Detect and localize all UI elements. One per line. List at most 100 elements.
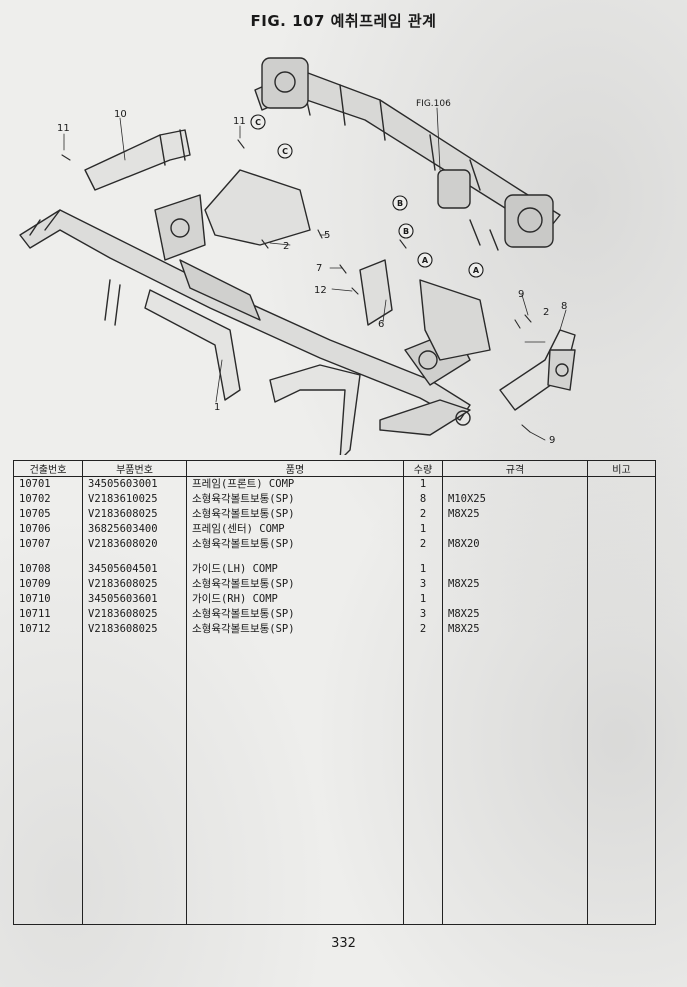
cell-remarks	[587, 592, 656, 607]
cell-number: 10701	[13, 476, 83, 492]
cell-remarks	[587, 577, 656, 592]
cell-remarks	[587, 476, 656, 492]
table-row: 10711 V2183608025 소형육각볼트보통(SP) 3 M8X25	[13, 607, 656, 622]
cell-spec: M8X25	[442, 622, 588, 637]
table-row: 10710 34505603601 가이드(RH) COMP 1	[13, 592, 656, 607]
cell-remarks	[587, 622, 656, 637]
svg-text:C: C	[282, 147, 288, 156]
center-bracket	[154, 169, 311, 261]
bolts	[61, 139, 532, 433]
cell-part-name: 소형육각볼트보통(SP)	[186, 577, 404, 592]
cell-number: 10707	[13, 537, 83, 552]
cell-quantity: 1	[403, 592, 443, 607]
cell-part-number: V2183608025	[82, 577, 187, 592]
table-row: 10705 V2183608025 소형육각볼트보통(SP) 2 M8X25	[13, 507, 656, 522]
upper-shaft-assembly	[254, 57, 561, 251]
cell-spec: M8X25	[442, 577, 588, 592]
fig-106-reference: FIG.106	[416, 99, 451, 109]
col-header-spec: 규격	[442, 460, 588, 477]
callout-8: 8	[561, 301, 567, 312]
svg-text:B: B	[403, 227, 409, 236]
cell-number: 10709	[13, 577, 83, 592]
cell-remarks	[587, 607, 656, 622]
circled-letter-markers: C C B B A A	[250, 114, 484, 278]
cell-part-number: V2183608025	[82, 607, 187, 622]
cell-part-number: V2183608025	[82, 622, 187, 637]
svg-text:A: A	[422, 256, 429, 265]
cell-quantity: 8	[403, 492, 443, 507]
callout-6: 6	[378, 319, 384, 330]
cell-number: 10712	[13, 622, 83, 637]
callout-12: 12	[314, 285, 327, 296]
table-spacer-row	[13, 552, 656, 562]
svg-text:A: A	[473, 266, 480, 275]
cell-part-name: 소형육각볼트보통(SP)	[186, 622, 404, 637]
cell-part-number: V2183608025	[82, 507, 187, 522]
exploded-parts-diagram: C C B B A A 1 2 2 5 6 7 8 9 9 10 11 11 1…	[19, 57, 576, 455]
callout-numbers: 1 2 2 5 6 7 8 9 9 10 11 11 12 FIG.106	[57, 99, 567, 446]
cell-remarks	[587, 492, 656, 507]
cell-number: 10706	[13, 522, 83, 537]
cell-quantity: 2	[403, 622, 443, 637]
cell-part-number: V2183610025	[82, 492, 187, 507]
marker-c-1: C	[250, 114, 266, 130]
guide-bar-rh	[499, 329, 576, 411]
guide-bar-lh	[84, 129, 191, 191]
cell-part-name: 프레임(센터) COMP	[186, 522, 404, 537]
marker-b-1: B	[392, 195, 408, 211]
cell-quantity: 3	[403, 607, 443, 622]
table-row: 10708 34505604501 가이드(LH) COMP 1	[13, 562, 656, 577]
svg-text:B: B	[397, 199, 403, 208]
cell-part-name: 가이드(LH) COMP	[186, 562, 404, 577]
cell-part-name: 소형육각볼트보통(SP)	[186, 607, 404, 622]
callout-9b: 9	[549, 435, 555, 446]
cell-part-number: 34505603001	[82, 476, 187, 492]
cell-part-name: 소형육각볼트보통(SP)	[186, 507, 404, 522]
marker-a-2: A	[468, 262, 484, 278]
parts-list-table: 건출번호 부품번호 품명 수량 규격 비고 10701 34505603001 …	[13, 460, 656, 925]
cell-part-number: 34505603601	[82, 592, 187, 607]
figure-title: FIG. 107 예취프레임 관계	[250, 12, 437, 30]
col-header-part-number: 부품번호	[82, 460, 187, 477]
callout-2b: 2	[543, 307, 549, 318]
table-empty-area	[13, 637, 656, 925]
table-header-row: 건출번호 부품번호 품명 수량 규격 비고	[13, 460, 656, 477]
cell-part-name: 가이드(RH) COMP	[186, 592, 404, 607]
cell-number: 10702	[13, 492, 83, 507]
cell-number: 10710	[13, 592, 83, 607]
cell-quantity: 2	[403, 507, 443, 522]
col-header-quantity: 수량	[403, 460, 443, 477]
callout-11b: 11	[233, 116, 246, 127]
marker-c-2: C	[277, 143, 293, 159]
cell-quantity: 1	[403, 522, 443, 537]
callout-5: 5	[324, 230, 330, 241]
cell-spec: M10X25	[442, 492, 588, 507]
table-row: 10712 V2183608025 소형육각볼트보통(SP) 2 M8X25	[13, 622, 656, 637]
cell-remarks	[587, 537, 656, 552]
col-header-part-name: 품명	[186, 460, 404, 477]
callout-11a: 11	[57, 123, 70, 134]
cell-spec	[442, 562, 588, 577]
table-row: 10702 V2183610025 소형육각볼트보통(SP) 8 M10X25	[13, 492, 656, 507]
cell-spec	[442, 476, 588, 492]
marker-a-1: A	[417, 252, 433, 268]
table-row: 10706 36825603400 프레임(센터) COMP 1	[13, 522, 656, 537]
cell-number: 10705	[13, 507, 83, 522]
table-row: 10701 34505603001 프레임(프론트) COMP 1	[13, 476, 656, 492]
center-frame	[359, 259, 491, 361]
cell-number: 10708	[13, 562, 83, 577]
front-frame	[19, 209, 471, 455]
cell-spec: M8X25	[442, 507, 588, 522]
callout-10: 10	[114, 109, 127, 120]
cell-part-number: V2183608020	[82, 537, 187, 552]
svg-text:C: C	[255, 118, 261, 127]
cell-quantity: 1	[403, 476, 443, 492]
cell-remarks	[587, 522, 656, 537]
leader-lines	[63, 107, 567, 441]
cell-quantity: 2	[403, 537, 443, 552]
cell-spec	[442, 522, 588, 537]
cell-part-name: 소형육각볼트보통(SP)	[186, 537, 404, 552]
marker-b-2: B	[398, 223, 414, 239]
callout-2a: 2	[283, 241, 289, 252]
col-header-remarks: 비고	[587, 460, 656, 477]
